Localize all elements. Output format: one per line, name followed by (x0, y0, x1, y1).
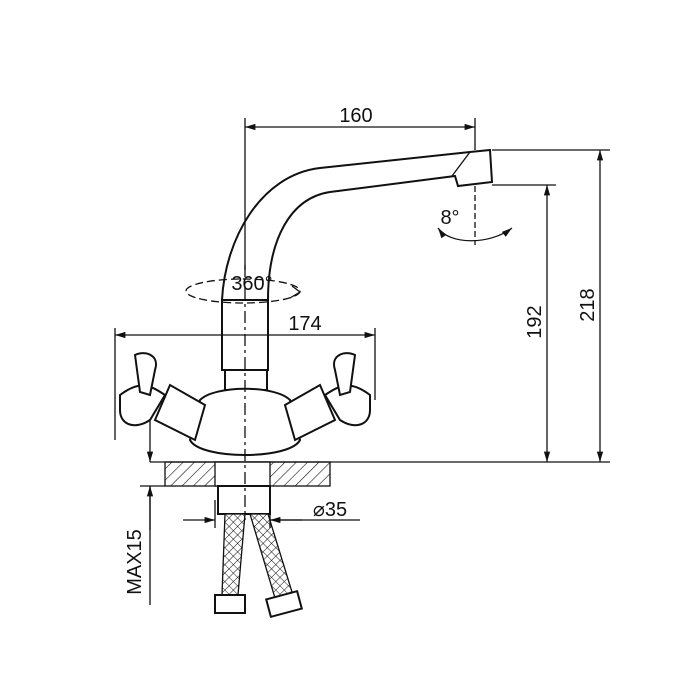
tilt-label-8: 8° (440, 207, 459, 229)
dimension-label-d35: ⌀35 (313, 499, 347, 521)
dimension-label-192: 192 (524, 305, 546, 338)
spout-rotation-indicator: 360° (185, 273, 302, 304)
rotation-label-360: 360° (231, 273, 272, 295)
dimension-label-218: 218 (577, 288, 599, 321)
dimension-max-deck-thickness: MAX15 (124, 420, 165, 605)
dimension-base-diameter: ⌀35 (183, 499, 360, 528)
dimension-handle-span: 174 (114, 313, 376, 440)
dimension-spout-reach: 160 (244, 105, 476, 270)
dimension-label-max15: MAX15 (124, 529, 146, 595)
dimension-spout-height: 192 (492, 184, 556, 462)
dimension-label-160: 160 (339, 105, 372, 127)
aerator-tilt-indicator: 8° (437, 186, 513, 245)
dimension-label-174: 174 (288, 313, 321, 335)
faucet-body (119, 148, 494, 619)
dimension-total-height: 218 (150, 149, 610, 463)
